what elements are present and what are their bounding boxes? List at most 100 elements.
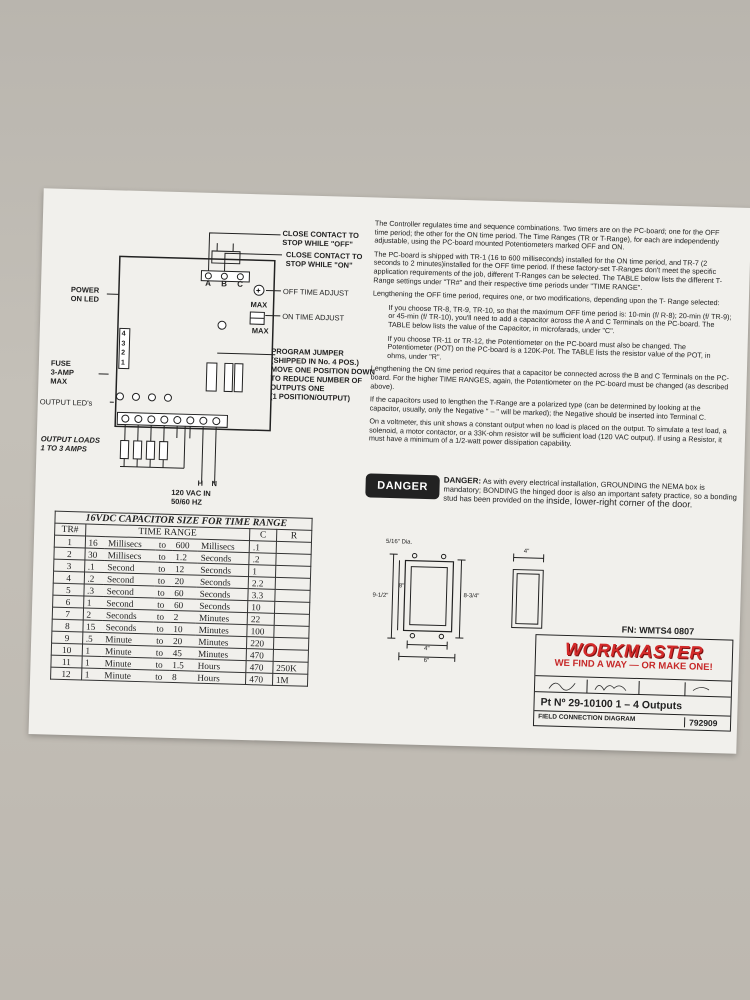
table-header-c: C — [249, 528, 277, 542]
table-cell: 7 — [52, 607, 84, 620]
table-cell — [272, 649, 309, 663]
table-cell: 1 — [248, 564, 276, 578]
table-cell: 1 — [81, 643, 103, 657]
table-cell: to — [152, 669, 170, 683]
table-cell: 20 — [171, 574, 198, 588]
power-input-label: 120 VAC IN 50/60 HZ — [170, 487, 211, 507]
table-cell: .2 — [249, 552, 276, 566]
max-label-2: MAX — [251, 326, 269, 336]
table-cell: to — [153, 609, 171, 623]
table-cell — [274, 589, 311, 603]
table-cell: 22 — [247, 612, 275, 626]
table-cell: to — [152, 657, 170, 671]
table-cell: 60 — [170, 598, 197, 612]
hole-diameter-label: 5/16" Dia. — [385, 538, 413, 546]
table-cell: 470 — [245, 672, 273, 686]
table-cell — [274, 577, 311, 591]
table-cell: 250K — [272, 661, 309, 675]
table-cell: .1 — [84, 560, 105, 573]
terminal-c-label: C — [237, 279, 244, 289]
diagram-name: FIELD CONNECTION DIAGRAM — [538, 713, 636, 723]
dimension-8-label: 8" — [398, 583, 405, 590]
close-contact-off-label: CLOSE CONTACT TO STOP WHILE "OFF" — [282, 228, 360, 249]
table-header-r: R — [276, 529, 312, 543]
danger-badge: DANGER — [365, 473, 440, 500]
table-cell: 10 — [170, 622, 196, 636]
table-cell: 3.3 — [248, 588, 275, 602]
table-cell: .5 — [82, 631, 103, 645]
dimension-4-width-label: 4" — [423, 646, 430, 653]
table-cell: 2.2 — [248, 576, 276, 590]
table-cell: 2 — [170, 610, 197, 624]
table-cell: 30 — [84, 548, 105, 561]
table-cell: 470 — [246, 648, 274, 662]
table-cell: 1.5 — [169, 658, 195, 672]
instructions-text: The Controller regulates time and sequen… — [368, 218, 735, 458]
instruction-sheet: + — [28, 188, 750, 754]
table-cell: to — [153, 633, 171, 647]
table-cell: 20 — [169, 634, 196, 648]
close-contact-on-label: CLOSE CONTACT TO STOP WHILE "ON" — [285, 250, 363, 270]
table-cell: 10 — [247, 600, 275, 614]
max-label-1: MAX — [250, 300, 268, 310]
table-cell — [273, 613, 310, 627]
table-cell: 1.2 — [172, 550, 198, 564]
table-cell: to — [154, 585, 172, 599]
pc-board — [114, 255, 276, 432]
file-number: FN: WMTS4 0807 — [621, 624, 695, 637]
table-cell: 3 — [53, 559, 85, 572]
table-cell: 1 — [54, 535, 86, 549]
svg-text:+: + — [256, 286, 261, 295]
table-cell: 1 — [81, 667, 102, 681]
table-cell: 45 — [169, 646, 196, 660]
table-cell: to — [154, 597, 172, 611]
table-cell — [275, 553, 312, 567]
hot-line-label: H — [197, 478, 204, 488]
instruction-paragraph: The PC-board is shipped with TR-1 (16 to… — [373, 249, 723, 292]
table-cell: 100 — [247, 624, 274, 638]
power-led-label: POWER ON LED — [70, 285, 100, 304]
table-cell: 12 — [171, 562, 198, 576]
instruction-paragraph: If you choose TR-8, TR-9, TR-10, so that… — [387, 302, 732, 336]
wiring-diagram: + — [98, 232, 545, 662]
table-cell: .3 — [83, 583, 104, 597]
table-cell: to — [155, 549, 173, 563]
dimension-9-5-label: 9-1/2" — [372, 592, 389, 600]
dimension-8-75-label: 8-3/4" — [463, 593, 480, 600]
dimension-6-width-label: 6" — [423, 658, 430, 665]
instruction-paragraph: On a voltmeter, this unit shows a consta… — [368, 416, 727, 449]
table-cell: 1 — [81, 655, 102, 669]
table-cell: 470 — [246, 660, 273, 674]
table-cell: 2 — [53, 547, 85, 561]
fuse-label: FUSE 3-AMP MAX — [50, 358, 75, 386]
table-cell: 11 — [50, 655, 82, 668]
part-number: Pt Nº 29-10100 1 – 4 Outputs — [540, 696, 683, 713]
terminal-a-label: A — [205, 278, 212, 288]
table-cell: 1M — [272, 673, 308, 687]
table-cell: 10 — [51, 643, 83, 656]
capacitor-table: 16VDC CAPACITOR SIZE FOR TIME RANGE TR# … — [50, 510, 313, 687]
table-cell: 15 — [82, 619, 103, 633]
table-cell: to — [153, 621, 171, 635]
output-leds-label: OUTPUT LED's — [39, 397, 93, 408]
table-cell: 220 — [246, 636, 274, 650]
table-cell — [273, 637, 309, 651]
table-cell: .2 — [83, 571, 105, 585]
table-cell: 8 — [168, 670, 195, 684]
handwritten-signatures — [548, 679, 710, 697]
drawing-number: 792909 — [683, 717, 718, 729]
program-jumper-label: PROGRAM JUMPER (SHIPPED IN No. 4 POS.) M… — [269, 346, 376, 403]
table-cell: 2 — [82, 607, 104, 621]
table-cell: 60 — [171, 586, 197, 600]
table-cell: 1 — [83, 595, 104, 609]
table-cell — [274, 601, 310, 615]
signature-row — [534, 675, 732, 698]
table-cell: 8 — [51, 619, 83, 632]
table-cell: 5 — [52, 583, 84, 596]
table-cell: 600 — [172, 538, 199, 552]
table-cell: .1 — [249, 540, 277, 554]
off-time-adjust-label: OFF TIME ADJUST — [282, 286, 349, 298]
table-cell — [275, 565, 311, 579]
table-cell — [273, 625, 310, 639]
